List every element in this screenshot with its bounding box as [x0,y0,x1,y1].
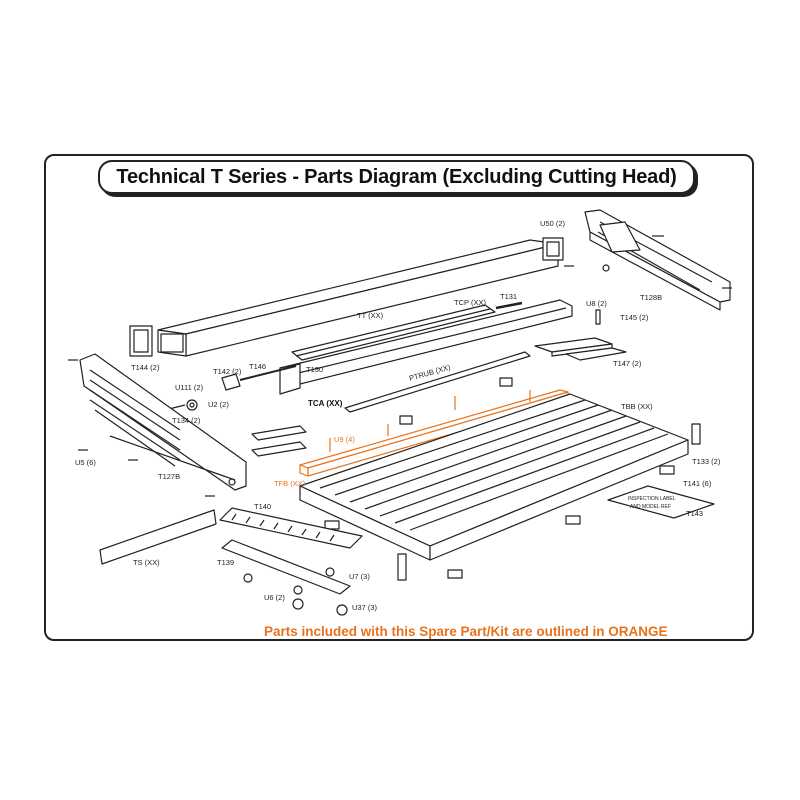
label-tcp: TCP (XX) [454,298,486,307]
part-tt-tube [157,239,559,357]
label-u7: U7 (3) [349,572,370,581]
label-tt: TT (XX) [357,311,384,320]
label-u50: U50 (2) [540,219,566,228]
part-t147-plate [565,347,627,361]
label-tbb: TBB (XX) [621,402,653,411]
label-t145: T145 (2) [620,313,649,322]
title-box: Technical T Series - Parts Diagram (Excl… [98,160,695,194]
part-t139-bar [221,539,351,595]
part-u7-nut [325,567,335,577]
part-t141-foot [659,465,675,475]
label-ts: TS (XX) [133,558,160,567]
label-t131: T131 [500,292,517,301]
label-t142: T142 (2) [213,367,242,376]
page-title: Technical T Series - Parts Diagram (Excl… [116,165,677,188]
label-t139: T139 [217,558,234,567]
label-u6: U6 (2) [264,593,285,602]
label-tfb: TFB (XX) [274,479,306,488]
part-ptrub-strip [344,351,531,413]
part-u8-bolt [595,309,601,325]
label-u111: U111 (2) [175,383,204,392]
label-u8: U8 (2) [586,299,607,308]
part-t143-label [607,485,715,519]
part-plate-upper [251,425,307,441]
label-t147: T147 (2) [613,359,642,368]
part-u6-nut [293,585,303,595]
part-tfb-rail [299,389,569,477]
label-t143: T143 [686,509,703,518]
label-t146: T146 [249,362,266,371]
label-u5: U5 (6) [75,458,96,467]
footer-note: Parts included with this Spare Part/Kit … [264,624,668,639]
part-t128b-plate [584,209,731,311]
label-u9: U9 (4) [334,435,355,444]
part-t140-ruler [219,507,363,549]
part-tbb-bed [299,393,689,561]
label-t133: T133 (2) [692,457,721,466]
part-t131-rod [495,301,523,310]
part-t133-end [691,423,701,445]
label-t130: T130 [306,365,323,374]
label-u2: U2 (2) [208,400,229,409]
inspection-label-line2: AND MODEL REF [630,504,671,510]
part-t146-rod [239,365,297,381]
part-u111-washer [186,399,198,411]
part-plate-lower [251,441,307,457]
label-t144: T144 (2) [131,363,160,372]
part-t127b-plate [79,353,247,491]
label-t141: T141 (6) [683,479,712,488]
part-u37-nut [336,604,348,616]
part-ts-strip [99,509,217,565]
label-t127b: T127B [158,472,180,481]
label-t134: T134 (2) [172,416,201,425]
label-u37: U37 (3) [352,603,378,612]
inspection-label-line1: INSPECTION LABEL [628,496,676,502]
label-tca: TCA (XX) [308,399,343,408]
part-t142-bracket [221,373,241,391]
label-t140: T140 [254,502,271,511]
label-t128b: T128B [640,293,662,302]
